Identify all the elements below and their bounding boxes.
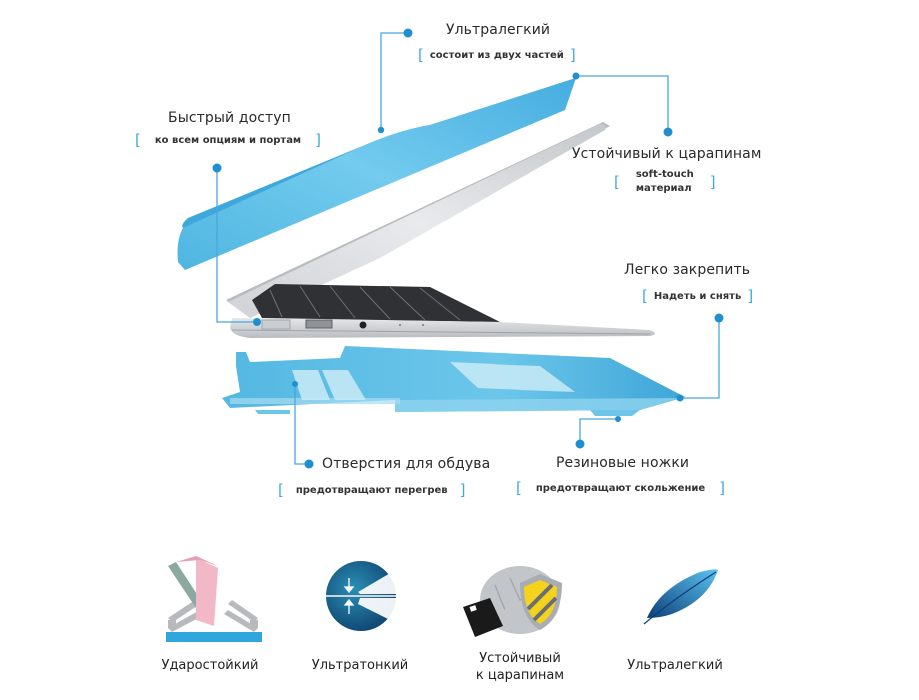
feather-icon (643, 569, 718, 625)
sub-line-2: материал (635, 183, 692, 194)
feature-scratch-line-2: к царапинам (475, 668, 565, 683)
bracket-close: ] (315, 131, 321, 149)
shockproof-laptop-icon (166, 556, 262, 642)
callout-ultralight-sub: [ состоит из двух частей ] (418, 46, 576, 64)
callout-easy-attach-sub-text: Надеть и снять (653, 290, 742, 302)
callout-dots (212, 28, 724, 469)
feature-shockproof-label: Ударостойкий (161, 658, 259, 673)
callout-vents-sub: [ предотвращают перегрев ] (278, 481, 465, 499)
feature-ultrathin-label: Ультратонкий (311, 658, 409, 673)
callout-rubber-feet-sub-text: предотвращают скольжение (535, 482, 706, 494)
ultrathin-icon (326, 561, 397, 631)
bracket-open: [ (278, 481, 284, 499)
callout-quick-access-sub: [ ко всем опциям и портам ] (135, 131, 321, 149)
bracket-open: [ (614, 173, 620, 191)
feature-scratch-label: Устойчивый к царапинам (455, 650, 585, 684)
callout-rubber-feet-title: Резиновые ножки (556, 455, 690, 471)
bracket-open: [ (418, 46, 424, 64)
bracket-close: ] (569, 46, 576, 64)
top-case-shell (177, 78, 577, 270)
callout-vents-sub-text: предотвращают перегрев (295, 484, 448, 496)
callout-rubber-feet-sub: [ предотвращают скольжение ] (516, 479, 725, 497)
shield-key-icon (463, 566, 562, 637)
callout-scratch-title: Устойчивый к царапинам (572, 146, 762, 162)
bracket-close: ] (709, 173, 716, 191)
bracket-open: [ (516, 479, 522, 497)
callout-easy-attach-title: Легко закрепить (624, 262, 751, 278)
callout-scratch-sub-text: soft-touch материал (636, 168, 694, 196)
callout-ultralight-title: Ультралегкий (446, 22, 551, 38)
callout-scratch-sub: [ soft-touch материал ] (614, 168, 716, 196)
callout-quick-access-sub-text: ко всем опциям и портам (154, 134, 302, 146)
callout-easy-attach-sub: [ Надеть и снять ] (642, 287, 753, 305)
callout-ultralight-sub-text: состоит из двух частей (429, 49, 564, 61)
bracket-close: ] (459, 481, 466, 499)
sub-line-1: soft-touch (635, 169, 694, 180)
feature-scratch-line-1: Устойчивый (479, 651, 561, 666)
feature-ultralight-label: Ультралегкий (627, 658, 723, 673)
bottom-case-shell (222, 346, 685, 416)
bracket-open: [ (642, 287, 648, 305)
callout-vents-title: Отверстия для обдува (322, 456, 491, 472)
bracket-close: ] (719, 479, 726, 497)
bracket-open: [ (135, 131, 141, 149)
bracket-close: ] (747, 287, 754, 305)
callout-quick-access-title: Быстрый доступ (168, 110, 291, 126)
